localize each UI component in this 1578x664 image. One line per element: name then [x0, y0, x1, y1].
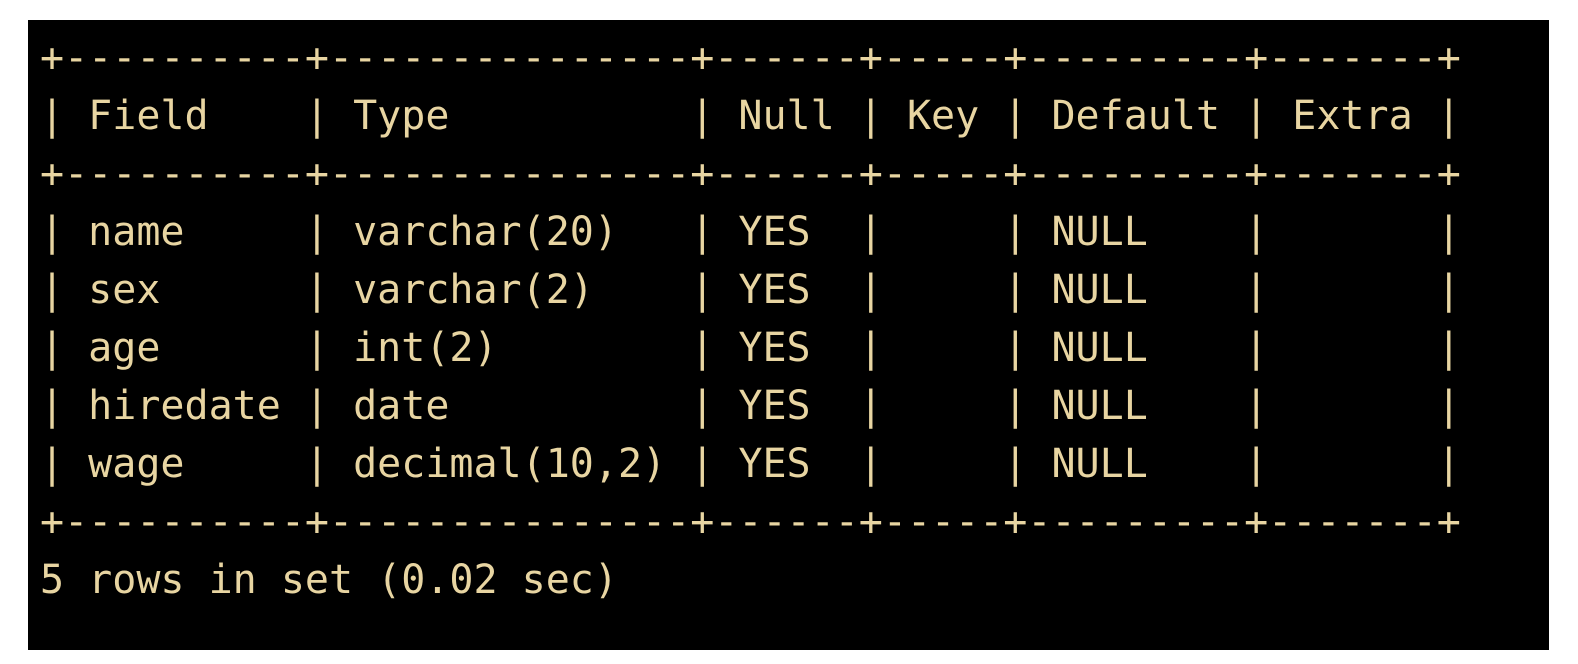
terminal-window[interactable]: +----------+---------------+------+-----… [28, 20, 1549, 650]
table-row-wage: | wage | decimal(10,2) | YES | | NULL | … [40, 441, 1461, 487]
table-header-separator: +----------+---------------+------+-----… [40, 151, 1461, 197]
table-border-bottom: +----------+---------------+------+-----… [40, 499, 1461, 545]
status-line: 5 rows in set (0.02 sec) [40, 557, 618, 603]
table-row-sex: | sex | varchar(2) | YES | | NULL | | [40, 267, 1461, 313]
terminal-output: +----------+---------------+------+-----… [40, 29, 1549, 609]
table-header-row: | Field | Type | Null | Key | Default | … [40, 93, 1461, 139]
table-row-age: | age | int(2) | YES | | NULL | | [40, 325, 1461, 371]
table-row-hiredate: | hiredate | date | YES | | NULL | | [40, 383, 1461, 429]
table-border-top: +----------+---------------+------+-----… [40, 35, 1461, 81]
table-row-name: | name | varchar(20) | YES | | NULL | | [40, 209, 1461, 255]
